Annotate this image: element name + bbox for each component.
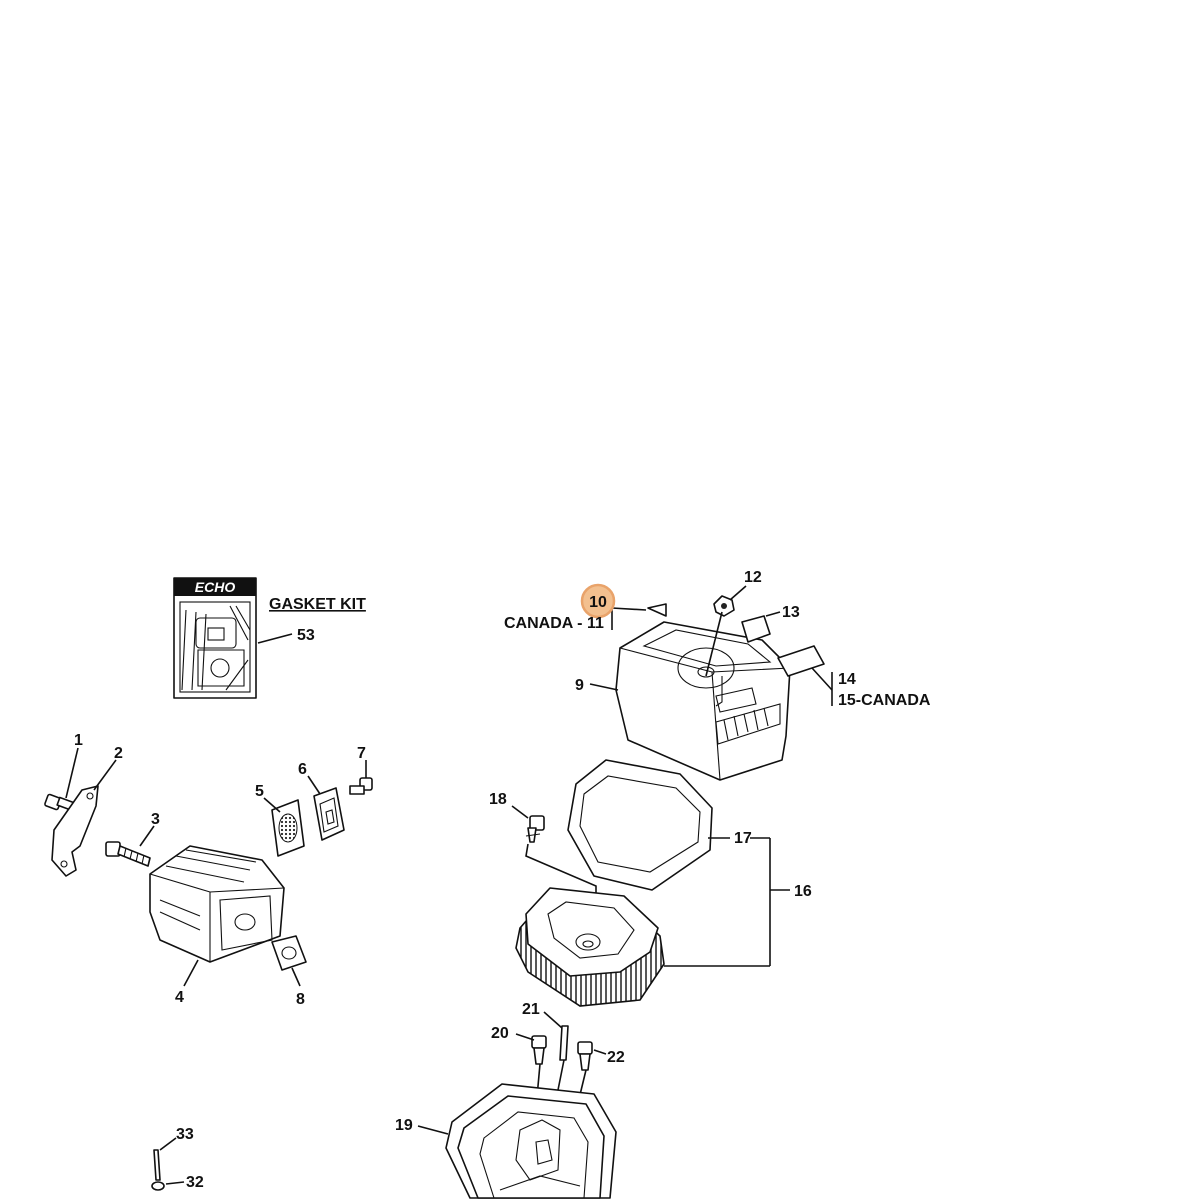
part-33-pin[interactable]	[153, 1149, 161, 1181]
part-3-bolt[interactable]	[105, 841, 151, 867]
callout-53[interactable]: 53	[297, 627, 315, 644]
part-19-air-cleaner-base[interactable]	[445, 1083, 617, 1199]
callout-10: 10	[589, 594, 607, 611]
callout-18[interactable]: 18	[489, 791, 507, 808]
callout-33[interactable]: 33	[176, 1126, 194, 1143]
part-20-bolt[interactable]	[531, 1035, 547, 1065]
echo-logo-bar	[174, 578, 256, 596]
callout-15-canada[interactable]: 15-CANADA	[838, 692, 931, 709]
part-10-clip[interactable]	[647, 603, 667, 617]
callout-1[interactable]: 1	[74, 732, 83, 749]
callout-13[interactable]: 13	[782, 604, 800, 621]
callout-11-canada[interactable]: CANADA - 11	[504, 615, 604, 632]
gasket-kit-title: GASKET KIT	[269, 596, 366, 613]
callout-7[interactable]: 7	[357, 745, 366, 762]
part-12-knob[interactable]	[713, 595, 735, 617]
part-6-cover-plate[interactable]	[313, 787, 345, 841]
callout-8[interactable]: 8	[296, 991, 305, 1008]
part-4-muffler[interactable]	[149, 845, 285, 963]
part-13-label[interactable]	[741, 615, 771, 643]
callout-17[interactable]: 17	[734, 830, 752, 847]
callout-4[interactable]: 4	[175, 989, 184, 1006]
callout-14[interactable]: 14	[838, 671, 856, 688]
callout-21[interactable]: 21	[522, 1001, 540, 1018]
callout-22[interactable]: 22	[607, 1049, 625, 1066]
part-9-air-cleaner-cover[interactable]	[615, 621, 791, 781]
callout-2[interactable]: 2	[114, 745, 123, 762]
part-17-prefilter[interactable]	[567, 759, 713, 891]
part-32-washer[interactable]	[151, 1181, 165, 1191]
part-2-bracket[interactable]	[51, 785, 99, 877]
echo-logo: ECHO	[195, 579, 236, 595]
callout-3[interactable]: 3	[151, 811, 160, 828]
callout-19[interactable]: 19	[395, 1117, 413, 1134]
part-16-air-filter[interactable]	[515, 887, 665, 1007]
callout-12[interactable]: 12	[744, 569, 762, 586]
part-1-bolt[interactable]	[44, 793, 76, 812]
callout-10-highlighted[interactable]: 10	[580, 583, 616, 619]
part-14-decal[interactable]	[777, 645, 825, 677]
gasket-kit-box[interactable]: ECHO	[173, 577, 257, 699]
callout-16[interactable]: 16	[794, 883, 812, 900]
part-7-bolt[interactable]	[349, 777, 373, 795]
part-22-bolt[interactable]	[577, 1041, 593, 1071]
part-5-spark-screen[interactable]	[271, 799, 305, 857]
callout-6[interactable]: 6	[298, 761, 307, 778]
part-21-stud[interactable]	[559, 1025, 569, 1061]
part-18-screw[interactable]	[525, 815, 545, 843]
callout-32[interactable]: 32	[186, 1174, 204, 1191]
callout-5[interactable]: 5	[255, 783, 264, 800]
callout-9[interactable]: 9	[575, 677, 584, 694]
part-8-gasket[interactable]	[271, 935, 307, 971]
callout-20[interactable]: 20	[491, 1025, 509, 1042]
